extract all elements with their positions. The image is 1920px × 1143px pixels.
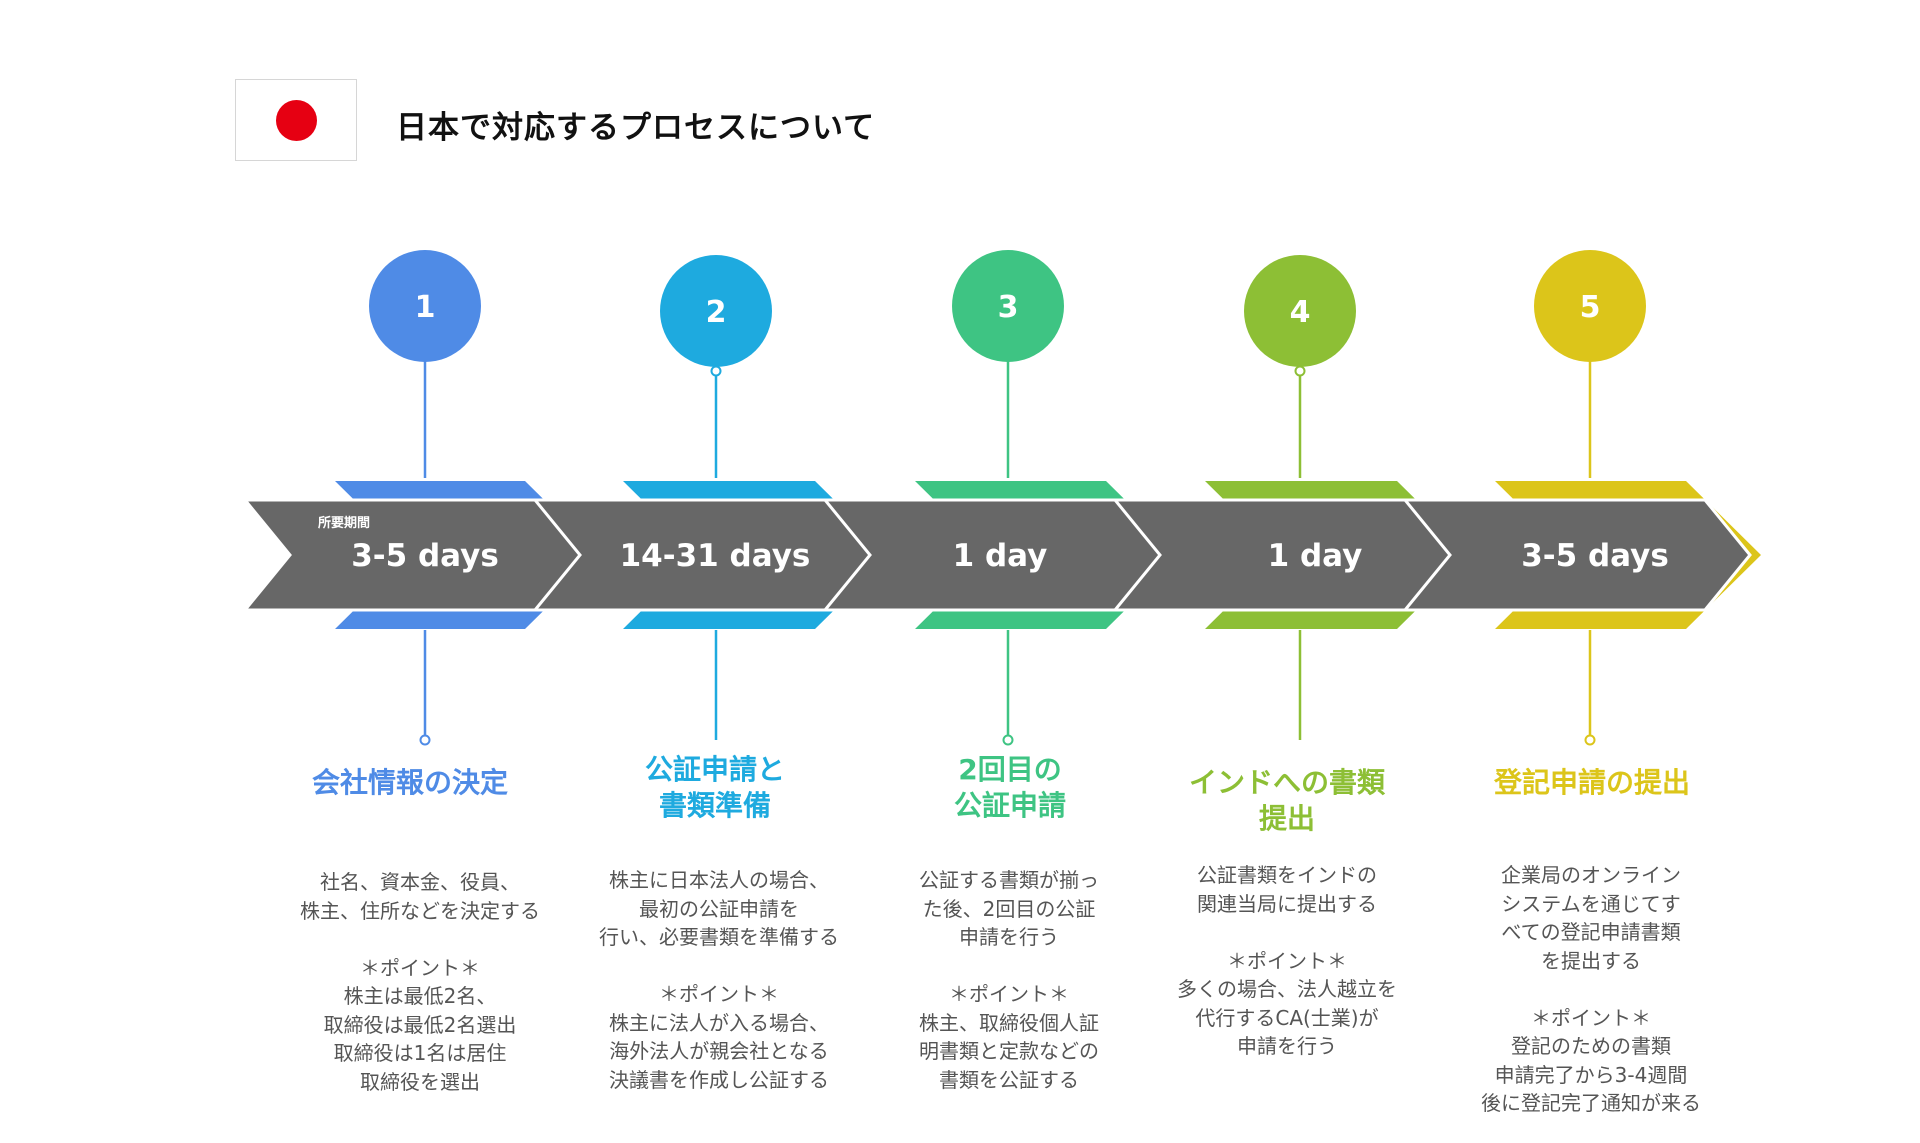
stage-3-circle	[952, 250, 1064, 362]
japan-flag-icon	[235, 79, 357, 161]
stage-5-arrow	[1401, 498, 1752, 612]
stage-4-number: 4	[1290, 295, 1311, 330]
period-label: 所要期間	[318, 516, 371, 531]
stage-4-circle	[1244, 255, 1356, 367]
stage-2-duration: 14-31 days	[619, 538, 811, 574]
page-title: 日本で対応するプロセスについて	[396, 110, 876, 146]
stage-2-number: 2	[706, 295, 727, 330]
stage-5-description: 企業局のオンライン システムを通じてす べての登記申請書類 を提出する ＊ポイン…	[1481, 863, 1701, 1115]
stage-2-title: 公証申請と 書類準備	[644, 753, 785, 822]
stage-5-title: 登記申請の提出	[1493, 766, 1690, 799]
stage-3-number: 3	[998, 290, 1019, 325]
stage-3-junction-bottom	[1002, 734, 1014, 746]
stage-5-junction-bottom	[1584, 734, 1596, 746]
stage-4-duration: 1 day	[1267, 538, 1363, 574]
stage-2-description: 株主に日本法人の場合、 最初の公証申請を 行い、必要書類を準備する ＊ポイント＊…	[599, 868, 839, 1092]
stage-1-duration: 3-5 days	[351, 538, 499, 574]
stage-5-duration: 3-5 days	[1521, 538, 1669, 574]
stage-1-junction-bottom	[419, 734, 431, 746]
stage-1-title: 会社情報の決定	[311, 766, 508, 799]
stage-5-number: 5	[1580, 290, 1601, 325]
stage-5-circle	[1534, 250, 1646, 362]
stage-2-circle	[660, 255, 772, 367]
stage-1-number: 1	[415, 290, 436, 325]
stage-4-title: インドへの書類 提出	[1188, 766, 1385, 835]
stage-3-title: 2回目の 公証申請	[953, 753, 1066, 822]
stage-3-description: 公証する書類が揃っ た後、2回目の公証 申請を行う ＊ポイント＊ 株主、取締役個…	[919, 868, 1099, 1092]
stage-2-junction-top	[710, 365, 722, 377]
stage-4-junction-top	[1294, 365, 1306, 377]
stage-1-circle	[369, 250, 481, 362]
flag-sun-disc	[276, 100, 317, 141]
stage-3-duration: 1 day	[952, 538, 1048, 574]
stage-1-description: 社名、資本金、役員、 株主、住所などを決定する ＊ポイント＊ 株主は最低2名、 …	[300, 870, 540, 1094]
stage-4-description: 公証書類をインドの 関連当局に提出する ＊ポイント＊ 多くの場合、法人越立を 代…	[1177, 863, 1397, 1058]
